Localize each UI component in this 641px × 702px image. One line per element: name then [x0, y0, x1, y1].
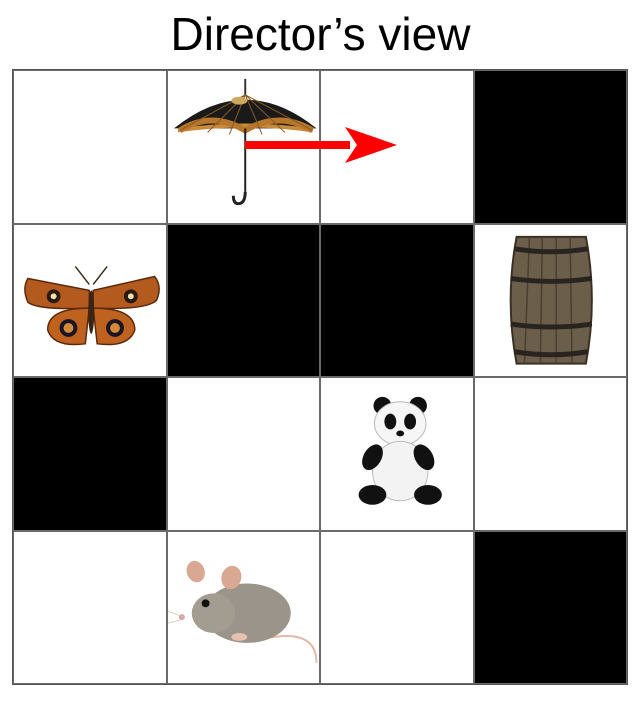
cell-r3-c4: [473, 377, 627, 531]
cell-r2-c1: [13, 223, 167, 377]
cell-r3-c3: [320, 377, 474, 531]
cell-r4-c4: [473, 530, 627, 684]
cell-r2-c2: [166, 223, 320, 377]
cell-r4-c1: [13, 530, 167, 684]
cell-r4-c3: [320, 530, 474, 684]
grid-board: [12, 69, 628, 685]
cell-r3-c2: [166, 377, 320, 531]
panda-icon: [358, 396, 442, 505]
cell-r1-c2: [166, 70, 320, 224]
direction-arrow: [245, 127, 397, 163]
cell-r3-c1: [13, 377, 167, 531]
umbrella-icon: [173, 78, 317, 206]
cell-r1-c4: [473, 70, 627, 224]
cell-r4-c2: [166, 530, 320, 684]
page-title: Director’s view: [170, 8, 471, 60]
butterfly-icon: [24, 265, 160, 345]
cell-r1-c1: [13, 70, 167, 224]
cell-r2-c3: [320, 223, 474, 377]
mouse-icon: [167, 560, 318, 663]
barrel-icon: [509, 235, 593, 365]
cell-r2-c4: [473, 223, 627, 377]
